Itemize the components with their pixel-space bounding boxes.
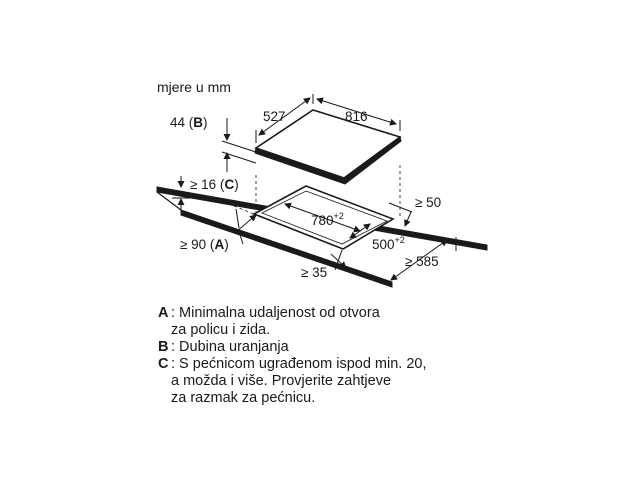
hob-dimension-lines <box>255 94 401 143</box>
hob-edge <box>254 136 402 185</box>
insertion-depth-label: 44 (B) <box>170 115 208 130</box>
legend-text: : Minimalna udaljenost od otvora za poli… <box>171 305 380 338</box>
wall-distance-label: ≥ 90 (A) <box>180 237 229 252</box>
legend-item-b: B : Dubina uranjanja <box>158 339 618 356</box>
back-clearance-label: ≥ 50 <box>415 195 441 210</box>
back-clearance-lines <box>388 202 413 227</box>
legend-key: B <box>158 339 169 355</box>
hob-projection-lines <box>233 165 401 218</box>
hob-depth-label: 816 <box>345 109 368 124</box>
wall-distance-marker <box>235 208 257 245</box>
legend: A : Minimalna udaljenost od otvora za po… <box>158 305 618 407</box>
legend-text: : Dubina uranjanja <box>171 339 289 355</box>
legend-item-a: A : Minimalna udaljenost od otvora za po… <box>158 305 618 339</box>
front-clearance-lines <box>330 249 347 271</box>
oven-clearance-label: ≥ 16 (C) <box>190 177 239 192</box>
legend-text: : S pećnicom ugrađenom ispod min. 20, a … <box>171 356 427 406</box>
legend-key: C <box>158 356 169 372</box>
counter-depth-label: ≥ 585 <box>405 254 439 269</box>
cutout-width-label: 780+2 <box>311 211 344 228</box>
hob-width-label: 527 <box>263 109 286 124</box>
units-label: mjere u mm <box>157 79 231 95</box>
insertion-depth-marker <box>221 118 257 172</box>
front-clearance-label: ≥ 35 <box>301 265 327 280</box>
cutout-dimension-lines <box>284 202 371 239</box>
legend-key: A <box>158 305 169 321</box>
counter-depth-lines <box>390 237 457 281</box>
cutout-depth-label: 500+2 <box>372 235 405 252</box>
legend-item-c: C : S pećnicom ugrađenom ispod min. 20, … <box>158 356 618 407</box>
oven-clearance-marker <box>172 176 196 212</box>
